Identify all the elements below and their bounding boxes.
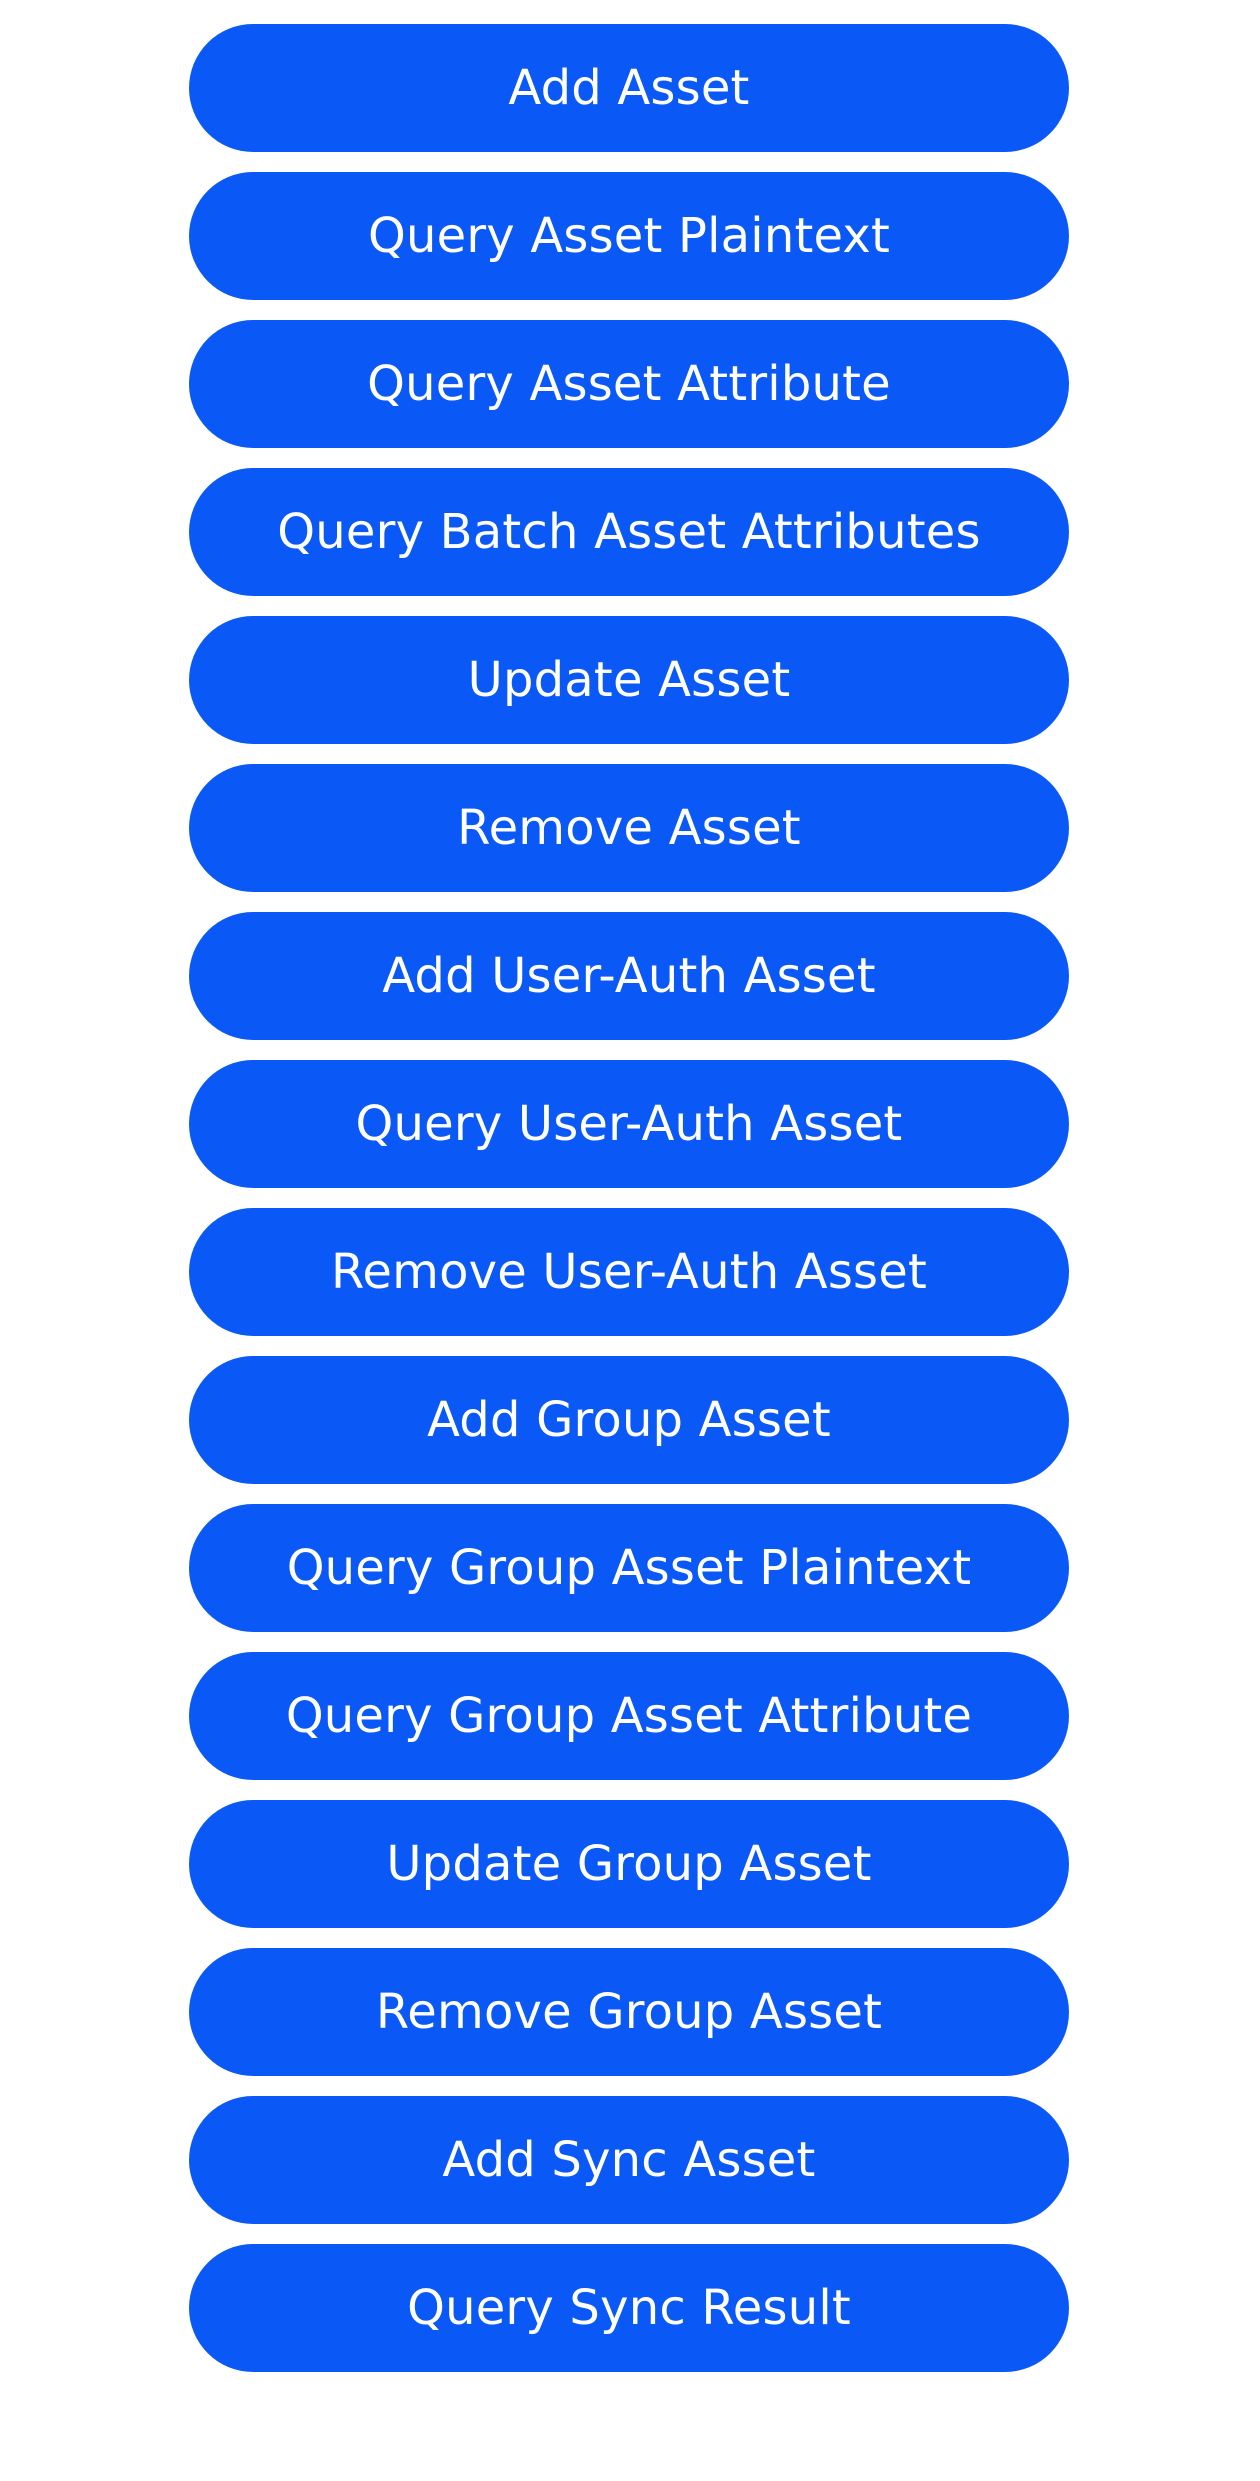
remove-group-asset-button[interactable]: Remove Group Asset bbox=[189, 1948, 1069, 2076]
update-asset-button[interactable]: Update Asset bbox=[189, 616, 1069, 744]
add-group-asset-button[interactable]: Add Group Asset bbox=[189, 1356, 1069, 1484]
query-group-asset-attribute-button[interactable]: Query Group Asset Attribute bbox=[189, 1652, 1069, 1780]
query-asset-plaintext-button[interactable]: Query Asset Plaintext bbox=[189, 172, 1069, 300]
remove-user-auth-asset-button[interactable]: Remove User-Auth Asset bbox=[189, 1208, 1069, 1336]
asset-action-list: Add Asset Query Asset Plaintext Query As… bbox=[189, 24, 1069, 2372]
query-asset-attribute-button[interactable]: Query Asset Attribute bbox=[189, 320, 1069, 448]
update-group-asset-button[interactable]: Update Group Asset bbox=[189, 1800, 1069, 1928]
add-sync-asset-button[interactable]: Add Sync Asset bbox=[189, 2096, 1069, 2224]
add-asset-button[interactable]: Add Asset bbox=[189, 24, 1069, 152]
query-user-auth-asset-button[interactable]: Query User-Auth Asset bbox=[189, 1060, 1069, 1188]
query-sync-result-button[interactable]: Query Sync Result bbox=[189, 2244, 1069, 2372]
query-batch-asset-attributes-button[interactable]: Query Batch Asset Attributes bbox=[189, 468, 1069, 596]
add-user-auth-asset-button[interactable]: Add User-Auth Asset bbox=[189, 912, 1069, 1040]
query-group-asset-plaintext-button[interactable]: Query Group Asset Plaintext bbox=[189, 1504, 1069, 1632]
remove-asset-button[interactable]: Remove Asset bbox=[189, 764, 1069, 892]
